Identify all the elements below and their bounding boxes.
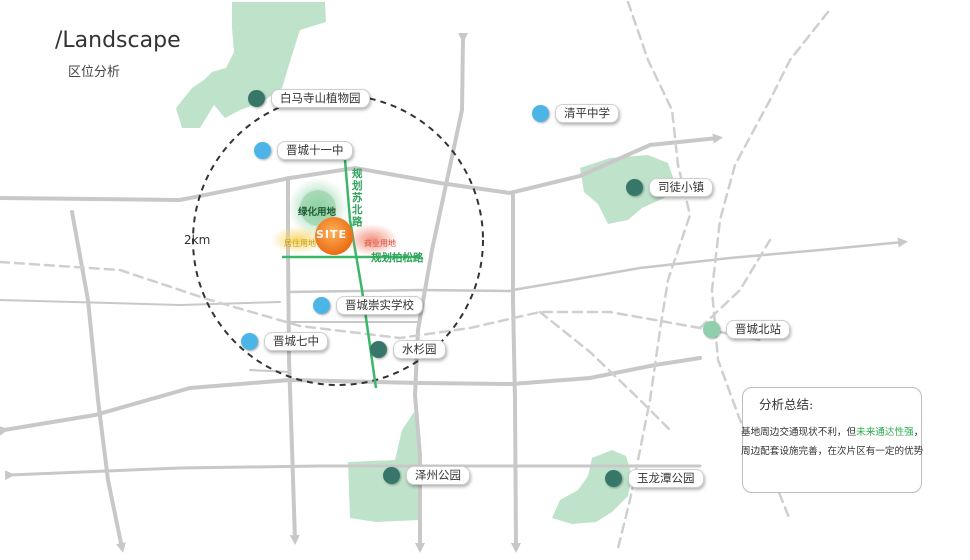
poi-zezhou-park[interactable]: 泽州公园 xyxy=(383,466,470,485)
poi-chongshi-school[interactable]: 晋城崇实学校 xyxy=(313,296,423,315)
poi-qingping-school[interactable]: 清平中学 xyxy=(532,104,619,123)
site-zones xyxy=(270,178,398,256)
road-label-east-west: 规划柏松路 xyxy=(371,252,424,264)
poi-yulongtan-park[interactable]: 玉龙潭公园 xyxy=(605,469,704,488)
poi-label: 晋城北站 xyxy=(726,320,790,339)
park-yulongtan xyxy=(552,450,632,524)
summary-text-before: 基地周边交通现状不利，但 xyxy=(741,427,857,438)
poi-label: 晋城十一中 xyxy=(277,141,353,160)
poi-jincheng-north-station[interactable]: 晋城北站 xyxy=(703,320,790,339)
poi-baimasi-botanical-garden[interactable]: 白马寺山植物园 xyxy=(248,89,370,108)
summary-text-after: ，周边配套设施完善，在次片区有一定的优势 xyxy=(741,427,924,457)
zone-label-commercial: 商业用地 xyxy=(364,239,396,248)
school-marker-icon xyxy=(241,333,258,350)
poi-jincheng-no11-school[interactable]: 晋城十一中 xyxy=(254,141,353,160)
zone-label-residential: 居住用地 xyxy=(284,239,316,248)
summary-text: 基地周边交通现状不利，但未来通达性强，周边配套设施完善，在次片区有一定的优势 xyxy=(741,423,931,461)
site-label: SITE xyxy=(316,228,348,241)
park-marker-icon xyxy=(605,470,622,487)
station-marker-icon xyxy=(703,321,720,338)
radius-label: 2km xyxy=(184,233,211,247)
page-title: /Landscape xyxy=(55,28,181,53)
road-label-north-south: 规划苏北路 xyxy=(352,168,363,228)
park-areas xyxy=(176,2,676,524)
poi-label: 泽州公园 xyxy=(406,466,470,485)
poi-label: 晋城七中 xyxy=(264,332,328,351)
zone-label-green: 绿化用地 xyxy=(298,207,337,218)
park-marker-icon xyxy=(248,90,265,107)
planned-roads xyxy=(282,159,420,389)
roads xyxy=(0,32,908,553)
site-marker xyxy=(315,217,353,255)
park-marker-icon xyxy=(370,341,387,358)
page-subtitle: 区位分析 xyxy=(68,65,121,80)
school-marker-icon xyxy=(254,142,271,159)
analysis-summary-box: 分析总结: 基地周边交通现状不利，但未来通达性强，周边配套设施完善，在次片区有一… xyxy=(741,387,923,493)
summary-highlight: 未来通达性强 xyxy=(856,427,914,438)
poi-label: 白马寺山植物园 xyxy=(271,89,370,108)
park-baimasi xyxy=(176,2,326,128)
school-marker-icon xyxy=(313,297,330,314)
poi-situ-town[interactable]: 司徒小镇 xyxy=(626,178,713,197)
poi-label: 晋城崇实学校 xyxy=(336,296,423,315)
poi-label: 水杉园 xyxy=(393,340,446,359)
school-marker-icon xyxy=(532,105,549,122)
park-marker-icon xyxy=(626,179,643,196)
summary-title: 分析总结: xyxy=(759,397,814,412)
poi-label: 玉龙潭公园 xyxy=(628,469,704,488)
poi-label: 司徒小镇 xyxy=(649,178,713,197)
poi-jincheng-no7-school[interactable]: 晋城七中 xyxy=(241,332,328,351)
poi-label: 清平中学 xyxy=(555,104,619,123)
poi-shuishan-garden[interactable]: 水杉园 xyxy=(370,340,446,359)
park-marker-icon xyxy=(383,467,400,484)
